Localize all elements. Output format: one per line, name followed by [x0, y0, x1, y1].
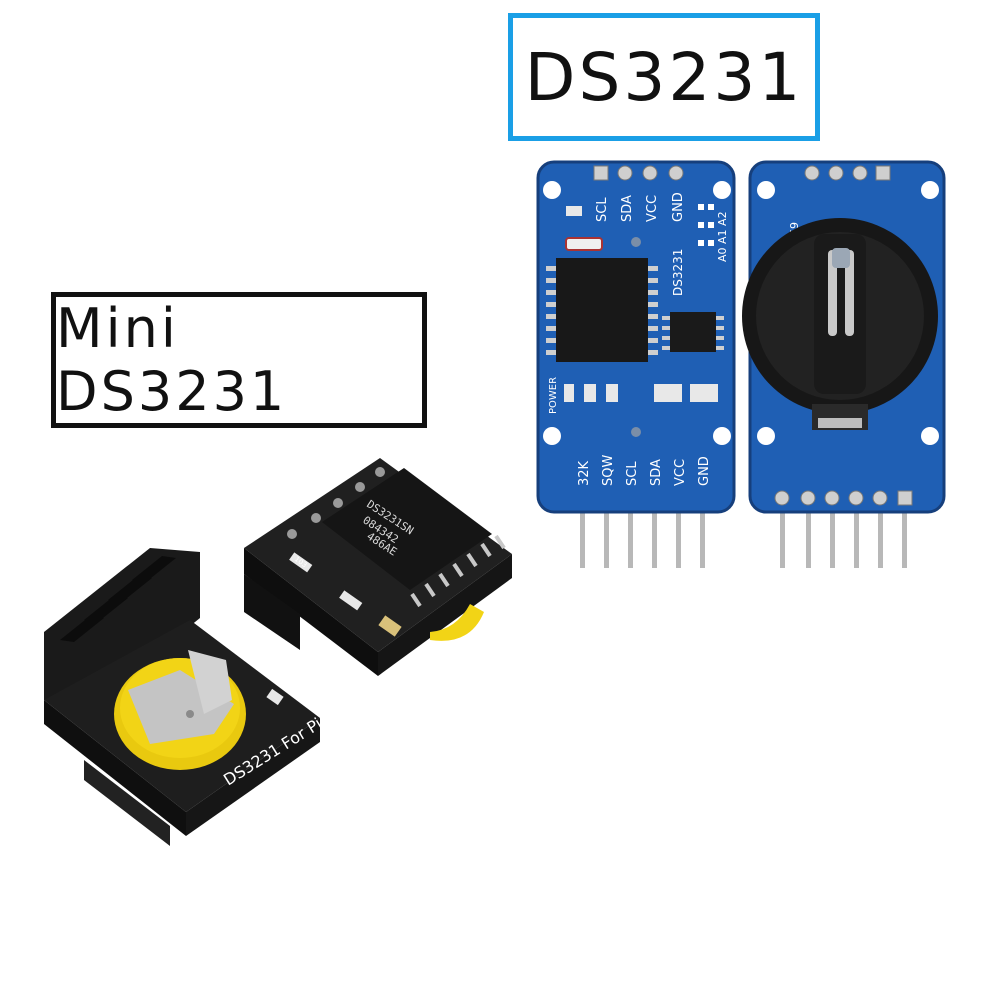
mini-ds3231-label: Mini DS3231 — [56, 297, 288, 423]
pin-label-scl-top: SCL — [595, 197, 610, 222]
pin-label-gnd-top: GND — [671, 192, 686, 222]
front-top-pin-labels: SCL SDA VCC GND — [595, 192, 686, 222]
mini-ds3231-label-box: Mini DS3231 — [51, 292, 427, 428]
ds3231-label: DS3231 — [524, 38, 804, 116]
pin-label-sda-bottom: SDA — [649, 459, 664, 486]
ds3231-back-board: 616-JAQ — [742, 160, 946, 568]
address-label: A0 A1 A2 — [716, 211, 729, 262]
front-bottom-pin-labels: 32K SQW SCL SDA VCC GND — [577, 455, 712, 486]
pin-label-gnd-bottom: GND — [697, 456, 712, 486]
ds3231-front-board: SCL SDA VCC GND A0 A1 A2 DS3231 — [536, 160, 736, 568]
pin-label-vcc-bottom: VCC — [673, 459, 688, 486]
mini-chip-module: DS3231SN 084342 486AE 103 — [244, 458, 512, 676]
mini-rtc-chip — [322, 468, 492, 590]
chip-label: DS3231 — [671, 249, 685, 296]
pin-label-sqw: SQW — [601, 455, 616, 486]
ds3231-label-box: DS3231 — [508, 13, 820, 141]
mini-battery-module: DS3231 For Pi — [44, 548, 325, 846]
rtc-chip — [556, 258, 648, 362]
mini-ds3231-modules: DS3231SN 084342 486AE 103 — [44, 458, 512, 846]
pin-label-32k: 32K — [577, 460, 592, 486]
pin-label-vcc-top: VCC — [645, 195, 660, 222]
power-label: POWER — [548, 377, 559, 414]
pin-label-scl-bottom: SCL — [625, 461, 640, 486]
female-header — [44, 548, 200, 700]
pin-label-sda-top: SDA — [620, 195, 635, 222]
